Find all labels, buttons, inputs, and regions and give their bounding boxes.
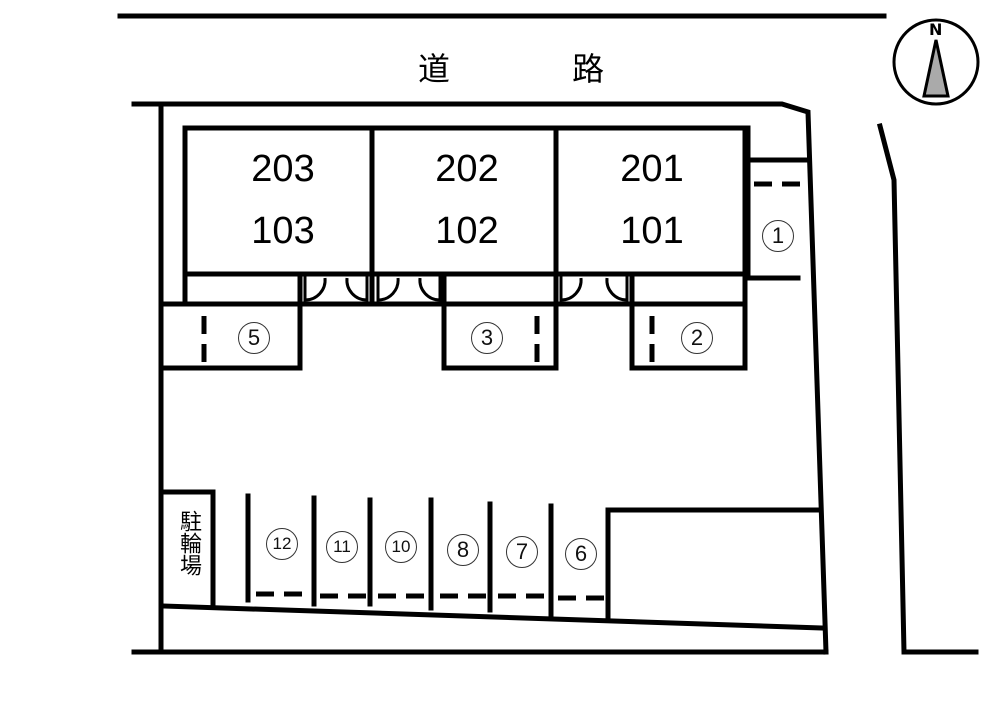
parking-spot-12: 12 (266, 528, 298, 560)
parking-spot-11: 11 (326, 531, 358, 563)
parking-spot-1: 1 (762, 220, 794, 252)
parking-spot-10: 10 (385, 531, 417, 563)
parking-spot-6: 6 (565, 538, 597, 570)
unit-203: 203 (251, 148, 315, 190)
bike-parking-label: 駐輪場 (176, 510, 201, 576)
road-label: 道 路 (418, 50, 661, 88)
parking-spot-3: 3 (471, 322, 503, 354)
unit-202: 202 (435, 148, 499, 190)
compass-north-label: N (929, 20, 943, 39)
parking-spot-5: 5 (238, 322, 270, 354)
parking-spot-8: 8 (447, 534, 479, 566)
parking-spot-2: 2 (681, 322, 713, 354)
parking-spot-7: 7 (506, 536, 538, 568)
unit-201: 201 (620, 148, 684, 190)
unit-103: 103 (251, 210, 315, 252)
unit-101: 101 (620, 210, 684, 252)
unit-102: 102 (435, 210, 499, 252)
